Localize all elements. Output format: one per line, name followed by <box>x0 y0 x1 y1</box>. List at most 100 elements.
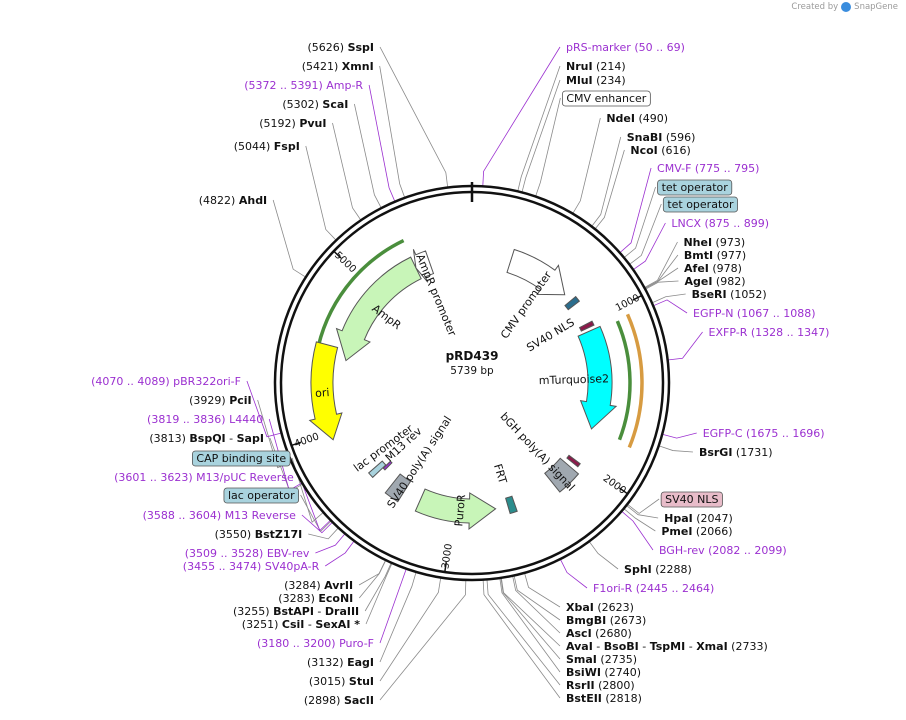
feature-frt[interactable] <box>505 495 518 515</box>
site-label[interactable]: BmtI (977) <box>684 249 746 262</box>
feature-lac-promoter[interactable] <box>367 460 387 479</box>
leader-line <box>499 577 561 673</box>
site-position: (2288) <box>652 563 692 576</box>
site-label[interactable]: (3251) CsiI - SexAI * <box>242 618 360 631</box>
enzyme-name: FspI <box>274 140 300 153</box>
site-label[interactable]: (3132) EagI <box>307 656 374 669</box>
primer-label: EGFP-N (1067 .. 1088) <box>693 307 815 320</box>
site-label[interactable]: EXFP-R (1328 .. 1347) <box>709 326 830 339</box>
site-label[interactable]: F1ori-R (2445 .. 2464) <box>593 582 714 595</box>
site-label[interactable]: MluI (234) <box>566 74 626 87</box>
site-label[interactable]: (3284) AvrII <box>284 579 353 592</box>
feature-ori[interactable] <box>308 341 343 441</box>
site-label[interactable]: (5044) FspI <box>234 140 300 153</box>
enzyme-name: SacII <box>344 694 374 707</box>
site-label[interactable]: EGFP-C (1675 .. 1696) <box>703 427 825 440</box>
feature-puror[interactable] <box>414 488 497 530</box>
site-label[interactable]: EGFP-N (1067 .. 1088) <box>693 307 815 320</box>
site-label[interactable]: (3813) BspQI - SapI <box>149 432 264 445</box>
site-label[interactable]: (3588 .. 3604) M13 Reverse <box>143 509 296 522</box>
site-position: CMV enhancer <box>566 92 646 105</box>
site-label[interactable]: (5626) SspI <box>307 41 374 54</box>
site-label[interactable]: (3550) BstZ17I <box>215 528 303 541</box>
site-label[interactable]: AfeI (978) <box>684 262 742 275</box>
feature-tet-operator[interactable] <box>564 295 581 311</box>
site-label[interactable]: HpaI (2047) <box>664 512 733 525</box>
leader-line <box>629 203 662 265</box>
site-label[interactable]: lac operator <box>228 489 295 502</box>
site-label[interactable]: CAP binding site <box>196 452 286 465</box>
site-label[interactable]: SV40 NLS <box>665 493 718 506</box>
site-label[interactable]: (4822) AhdI <box>199 194 267 207</box>
site-label[interactable]: LNCX (875 .. 899) <box>671 217 769 230</box>
primer-label: (4070 .. 4089) pBR322ori-F <box>91 375 241 388</box>
site-label[interactable]: (3283) EcoNI <box>278 592 353 605</box>
site-label[interactable]: AvaI - BsoBI - TspMI - XmaI (2733) <box>566 640 768 653</box>
site-label[interactable]: (3509 .. 3528) EBV-rev <box>185 547 310 560</box>
site-label[interactable]: NheI (973) <box>683 236 745 249</box>
feature-ampr-promoter[interactable] <box>412 249 435 283</box>
site-label[interactable]: (5192) PvuI <box>259 117 326 130</box>
site-position: (3283) <box>278 592 318 605</box>
feature-sv40-nls[interactable] <box>566 454 581 468</box>
site-position: (616) <box>658 144 691 157</box>
site-label[interactable]: pRS-marker (50 .. 69) <box>566 41 685 54</box>
enzyme-name: TspMI <box>650 640 686 653</box>
site-label[interactable]: (3255) BstAPI - DraIII <box>233 605 359 618</box>
site-label[interactable]: (3929) PciI <box>189 394 252 407</box>
site-label[interactable]: CMV enhancer <box>566 92 646 105</box>
site-label[interactable]: (5302) ScaI <box>282 98 348 111</box>
site-label[interactable]: XbaI (2623) <box>566 601 634 614</box>
site-label[interactable]: BstEII (2818) <box>566 692 642 705</box>
feature-cmv-promoter[interactable] <box>506 248 566 296</box>
site-label[interactable]: NruI (214) <box>566 60 626 73</box>
site-label[interactable]: (3455 .. 3474) SV40pA-R <box>183 560 320 573</box>
site-label[interactable]: SnaBI (596) <box>627 131 696 144</box>
feature-m13-rev[interactable] <box>382 460 393 471</box>
feature-ampr[interactable] <box>335 256 422 362</box>
site-label[interactable]: (3180 .. 3200) Puro-F <box>257 637 374 650</box>
site-label[interactable]: RsrII (2800) <box>566 679 635 692</box>
site-label[interactable]: (3819 .. 3836) L4440 <box>147 413 263 426</box>
primer-label: BGH-rev (2082 .. 2099) <box>659 544 787 557</box>
site-position: (3132) <box>307 656 347 669</box>
feature-bgh-poly-a-signal[interactable] <box>544 457 580 493</box>
primer-label: pRS-marker (50 .. 69) <box>566 41 685 54</box>
site-label[interactable]: tet operator <box>662 181 729 194</box>
site-label[interactable]: AgeI (982) <box>684 275 745 288</box>
site-label[interactable]: BGH-rev (2082 .. 2099) <box>659 544 787 557</box>
feature-sv40-poly-a-signal[interactable] <box>384 473 412 503</box>
feature-mturquoise2[interactable] <box>577 325 618 430</box>
site-position: (4822) <box>199 194 239 207</box>
site-label[interactable]: CMV-F (775 .. 795) <box>657 162 759 175</box>
site-label[interactable]: (3601 .. 3623) M13/pUC Reverse <box>114 471 294 484</box>
site-label[interactable]: (5372 .. 5391) Amp-R <box>244 79 363 92</box>
site-label[interactable]: BsiWI (2740) <box>566 666 641 679</box>
leader-line <box>305 145 337 241</box>
leader-line <box>644 241 678 288</box>
tick-mark <box>444 562 447 573</box>
site-label[interactable]: tet operator <box>667 198 734 211</box>
site-label[interactable]: SphI (2288) <box>624 563 692 576</box>
site-position: (3550) <box>215 528 255 541</box>
site-label[interactable]: BmgBI (2673) <box>566 614 646 627</box>
enzyme-name: BsoBI <box>604 640 639 653</box>
site-label[interactable]: (4070 .. 4089) pBR322ori-F <box>91 375 241 388</box>
site-label[interactable]: NdeI (490) <box>606 112 668 125</box>
site-label[interactable]: SmaI (2735) <box>566 653 637 666</box>
site-label[interactable]: (2898) SacII <box>304 694 374 707</box>
primer-label: (3601 .. 3623) M13/pUC Reverse <box>114 471 294 484</box>
site-label[interactable]: (5421) XmnI <box>302 60 374 73</box>
enzyme-name: BsiWI <box>566 666 601 679</box>
enzyme-name: XmaI <box>696 640 727 653</box>
site-label[interactable]: BsrGI (1731) <box>699 446 773 459</box>
enzyme-name: BstEII <box>566 692 602 705</box>
site-label[interactable]: BseRI (1052) <box>692 288 767 301</box>
feature-sv40-nls[interactable] <box>578 320 595 332</box>
site-label[interactable]: AscI (2680) <box>566 627 632 640</box>
site-label[interactable]: (3015) StuI <box>309 675 374 688</box>
site-position: - <box>314 605 325 618</box>
site-label[interactable]: PmeI (2066) <box>661 525 732 538</box>
site-label[interactable]: NcoI (616) <box>630 144 690 157</box>
feature-outline-arc <box>615 320 632 441</box>
